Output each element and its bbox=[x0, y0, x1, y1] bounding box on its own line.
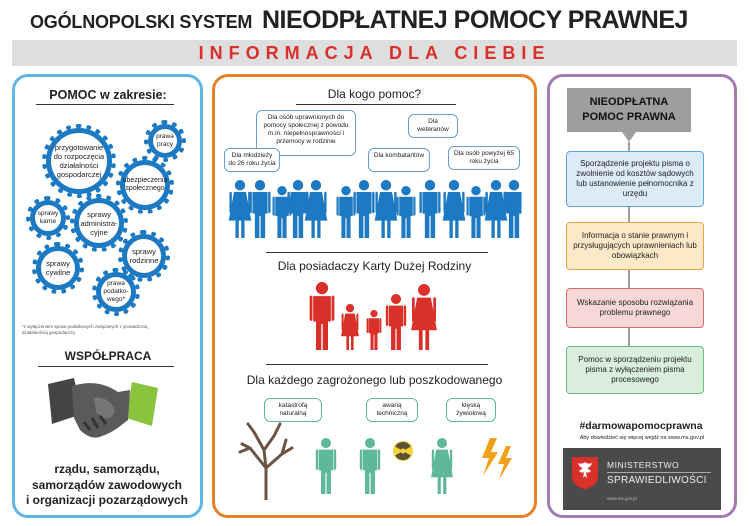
connector bbox=[628, 270, 630, 289]
gear-label: sprawy cywilne bbox=[45, 259, 71, 277]
person-figure bbox=[304, 180, 328, 238]
divider bbox=[36, 104, 174, 105]
family-teen bbox=[385, 294, 407, 350]
lightning-icon bbox=[482, 438, 512, 480]
step-text: Wskazanie sposobu rozwiązania problemu p… bbox=[576, 298, 694, 317]
banner-text: INFORMACJA DLA CIEBIE bbox=[198, 43, 551, 63]
person-figure bbox=[419, 180, 441, 238]
coop-line: i organizacji pozarządowych bbox=[25, 493, 189, 508]
header: OGÓLNOPOLSKI SYSTEM NIEODPŁATNEJ POMOCY … bbox=[0, 0, 749, 40]
info-banner: INFORMACJA DLA CIEBIE bbox=[12, 40, 737, 66]
gear-family: sprawy rodzinne bbox=[118, 230, 170, 282]
family-father bbox=[309, 282, 335, 350]
step-fee-exemption: Sporządzenie projektu pisma o zwolnienie… bbox=[566, 151, 704, 207]
gear-label: przygotowanie do rozpoczęcia działalnośc… bbox=[53, 143, 105, 179]
person-figure bbox=[503, 180, 522, 238]
step-text: Sporządzenie projektu pisma o zwolnienie… bbox=[576, 159, 694, 198]
person-figure bbox=[466, 186, 486, 238]
gear-label: sprawy rodzinne bbox=[129, 247, 159, 265]
gear-civil: sprawy cywilne bbox=[32, 242, 84, 294]
dead-tree-icon bbox=[238, 422, 294, 500]
for-whom-heading: Dla kogo pomoc? bbox=[327, 87, 422, 101]
free-legal-aid-title: NIEODPŁATNA POMOC PRAWNA bbox=[567, 88, 691, 132]
person-figure bbox=[431, 438, 453, 494]
bubble-calamity: klęską żywiołową bbox=[446, 398, 496, 422]
family-icon bbox=[309, 282, 437, 350]
cooperation-text: rządu, samorządu, samorządów zawodowych … bbox=[18, 462, 196, 509]
bubble-veterans: Dla weteranów bbox=[408, 114, 458, 138]
hashtag: #darmowapomocprawna bbox=[579, 420, 703, 432]
person-figure bbox=[315, 438, 337, 494]
bubble-combatants: Dla kombatantów bbox=[368, 148, 430, 172]
ministry-url: www.ms.gov.pl bbox=[607, 496, 637, 501]
footnote: *z wyłączeniem spraw podatkowych związan… bbox=[22, 324, 148, 335]
eagle-emblem-icon bbox=[572, 457, 598, 489]
cooperation-heading: WSPÓŁPRACA bbox=[64, 349, 152, 363]
person-figure bbox=[374, 180, 398, 238]
gear-label: prawa pracy bbox=[156, 133, 174, 148]
large-family-heading: Dla posiadaczy Karty Dużej Rodziny bbox=[277, 259, 472, 273]
family-son bbox=[366, 310, 382, 350]
help-scope-heading: POMOC w zakresie: bbox=[49, 88, 167, 102]
connector bbox=[628, 142, 630, 152]
person-figure bbox=[442, 180, 466, 238]
step-text: Informacja o stanie prawnym i przysługuj… bbox=[573, 231, 697, 260]
divider bbox=[266, 252, 488, 253]
endangered-heading: Dla każdego zagrożonego lub poszkodowane… bbox=[246, 373, 503, 387]
gear-criminal: sprawy karne bbox=[26, 196, 70, 240]
gear-tax: prawa podatko-wego* bbox=[92, 268, 140, 316]
gear-administrative: sprawy administra-cyjne bbox=[70, 194, 128, 252]
gear-labour: prawa pracy bbox=[144, 120, 186, 162]
person-figure bbox=[287, 180, 309, 238]
title-line: NIEODPŁATNA bbox=[589, 96, 669, 108]
connector bbox=[628, 328, 630, 347]
divider bbox=[266, 364, 488, 365]
gear-label: sprawy administra-cyjne bbox=[80, 209, 118, 237]
arrow-down-icon bbox=[622, 132, 636, 144]
step-problem-solution: Wskazanie sposobu rozwiązania problemu p… bbox=[566, 288, 704, 328]
gear-social-insurance: ubezpieczenia społecznego bbox=[116, 156, 174, 214]
people-row-icon bbox=[228, 180, 522, 238]
family-mother bbox=[411, 284, 437, 350]
radiation-icon bbox=[393, 441, 413, 461]
bubble-youth: Dla młodzieży do 26 roku życia bbox=[224, 148, 280, 172]
person-figure bbox=[336, 186, 356, 238]
more-info-link[interactable]: Aby dowiedzieć się więcej wejdź na www.m… bbox=[579, 435, 705, 441]
gear-label: prawa podatko-wego* bbox=[103, 280, 129, 303]
person-figure bbox=[359, 438, 381, 494]
bubble-natural-disaster: katastrofą naturalną bbox=[264, 398, 322, 422]
coop-line: rządu, samorządu, bbox=[54, 462, 160, 476]
ministry-line1: MINISTERSTWO bbox=[607, 460, 680, 470]
bubble-seniors: Dla osób powyżej 65 roku życia bbox=[448, 146, 520, 170]
bubble-technical-failure: awarią techniczną bbox=[366, 398, 418, 422]
person-figure bbox=[228, 180, 252, 238]
ministry-line2: SPRAWIEDLIWOŚCI bbox=[607, 475, 707, 486]
divider bbox=[38, 366, 174, 367]
divider bbox=[607, 472, 711, 473]
divider bbox=[296, 104, 456, 105]
step-legal-information: Informacja o stanie prawnym i przysługuj… bbox=[566, 222, 704, 270]
step-text: Pomoc w sporządzeniu projektu pisma z wy… bbox=[578, 355, 692, 384]
title-line: POMOC PRAWNA bbox=[582, 110, 676, 123]
gear-label: ubezpieczenia społecznego bbox=[122, 176, 168, 192]
step-draft-help: Pomoc w sporządzeniu projektu pisma z wy… bbox=[566, 346, 704, 394]
person-figure bbox=[396, 186, 416, 238]
ministry-logo: MINISTERSTWO SPRAWIEDLIWOŚCI www.ms.gov.… bbox=[563, 448, 721, 510]
gear-business: przygotowanie do rozpoczęcia działalnośc… bbox=[42, 124, 116, 198]
risk-people-icon bbox=[315, 438, 453, 494]
connector bbox=[628, 207, 630, 223]
title-left: OGÓLNOPOLSKI SYSTEM bbox=[30, 12, 253, 32]
handshake-icon bbox=[48, 378, 158, 438]
title-right: NIEODPŁATNEJ POMOCY PRAWNEJ bbox=[262, 6, 688, 34]
coop-line: samorządów zawodowych bbox=[31, 477, 183, 492]
person-figure bbox=[249, 180, 271, 238]
gear-label: sprawy karne bbox=[37, 210, 59, 225]
person-figure bbox=[272, 186, 292, 238]
person-figure bbox=[353, 180, 375, 238]
family-daughter bbox=[341, 304, 359, 350]
